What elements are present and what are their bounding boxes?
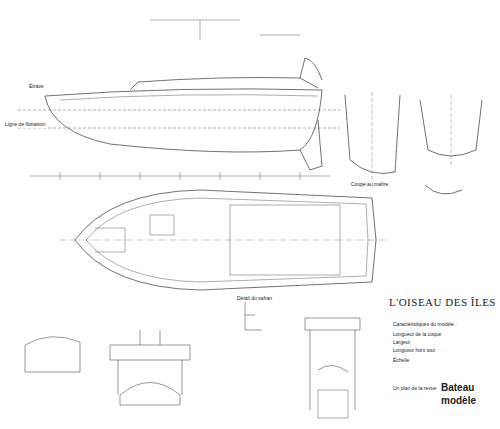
plan-label: Largeur <box>392 340 411 346</box>
publisher-note: Bateau <box>440 382 475 393</box>
plan-label: Ligne de flottaison <box>4 122 47 128</box>
plan-label: Détail du safran <box>236 296 273 302</box>
plan-label: Étrave <box>28 84 44 90</box>
plan-title: L'OISEAU DES ÎLES <box>389 296 496 308</box>
plan-label: Longueur hors tout <box>392 348 436 354</box>
plan-label: Caractéristiques du modèle : <box>392 322 458 328</box>
publisher-note: Un plan de la revue <box>392 386 437 392</box>
plan-label: Coupe au maître <box>350 182 389 188</box>
plan-label: Longueur de la coque <box>392 332 442 338</box>
publisher-note: modèle <box>440 395 477 406</box>
plan-label: Échelle <box>392 358 410 364</box>
